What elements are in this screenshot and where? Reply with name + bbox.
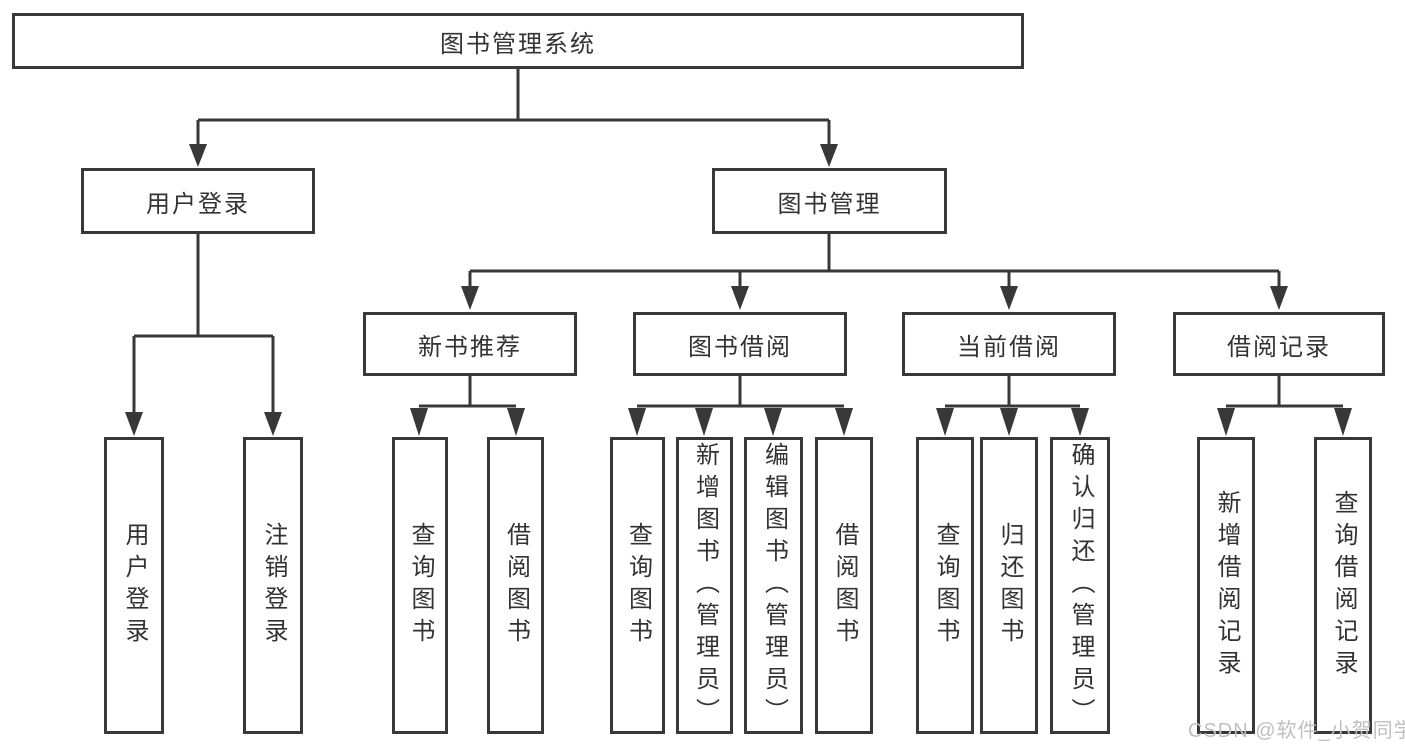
node-book-management: 图书管理 (712, 168, 947, 234)
node-book-management-label: 图书管理 (777, 190, 882, 218)
leaf-query-books-newbooks: 查询图书 (392, 437, 448, 734)
csdn-watermark: CSDN @软件_小贺同学 (1188, 720, 1405, 742)
leaf-user-login-label: 用户登录 (121, 521, 148, 650)
node-root: 图书管理系统 (12, 13, 1024, 69)
arrowhead-icon (125, 412, 143, 436)
arrowhead-icon (1000, 286, 1018, 310)
leaf-query-books-newbooks-label: 查询图书 (407, 521, 434, 650)
leaf-query-books-borrowing: 查询图书 (610, 437, 665, 734)
leaf-confirm-return-admin-label: 确认归还（管理员） (1067, 441, 1094, 730)
leaf-logout: 注销登录 (243, 437, 303, 734)
leaf-edit-book-admin-label: 编辑图书（管理员） (760, 441, 788, 730)
leaf-query-books-borrowing-label: 查询图书 (624, 521, 652, 650)
arrowhead-icon (1000, 408, 1018, 436)
leaf-return-books-label: 归还图书 (996, 521, 1023, 650)
arrowhead-icon (189, 144, 207, 167)
node-current-borrowing-label: 当前借阅 (957, 333, 1061, 361)
arrowhead-icon (461, 286, 479, 310)
node-user-login-label: 用户登录 (146, 190, 250, 218)
arrowhead-icon (410, 408, 428, 436)
arrowhead-icon (695, 408, 713, 436)
leaf-query-borrow-record-label: 查询借阅记录 (1330, 489, 1357, 682)
leaf-add-book-admin: 新增图书（管理员） (676, 437, 733, 734)
leaf-borrow-books-borrowing: 借阅图书 (815, 437, 873, 734)
node-user-login: 用户登录 (81, 168, 315, 234)
leaf-return-books: 归还图书 (980, 437, 1038, 734)
leaf-logout-label: 注销登录 (260, 521, 287, 650)
arrowhead-icon (820, 144, 838, 167)
leaf-confirm-return-admin: 确认归还（管理员） (1050, 437, 1110, 734)
node-borrow-records: 借阅记录 (1173, 312, 1385, 376)
leaf-edit-book-admin: 编辑图书（管理员） (744, 437, 803, 734)
arrowhead-icon (1071, 408, 1089, 436)
arrowhead-icon (628, 408, 646, 436)
node-new-books-label: 新书推荐 (418, 333, 522, 361)
arrowhead-icon (1217, 408, 1235, 436)
node-current-borrowing: 当前借阅 (902, 312, 1116, 376)
arrowhead-icon (835, 408, 853, 436)
arrowhead-icon (1270, 286, 1288, 310)
node-book-borrowing-label: 图书借阅 (688, 333, 792, 361)
node-new-books: 新书推荐 (363, 312, 577, 376)
arrowhead-icon (936, 408, 954, 436)
node-borrow-records-label: 借阅记录 (1227, 333, 1331, 361)
node-root-label: 图书管理系统 (440, 30, 596, 58)
arrowhead-icon (264, 412, 282, 436)
leaf-add-borrow-record-label: 新增借阅记录 (1213, 489, 1240, 682)
arrowhead-icon (507, 408, 525, 436)
leaf-user-login: 用户登录 (104, 437, 164, 734)
arrowhead-icon (731, 286, 749, 310)
leaf-query-books-current-label: 查询图书 (932, 521, 959, 650)
leaf-borrow-books-newbooks-label: 借阅图书 (502, 521, 530, 650)
leaf-add-book-admin-label: 新增图书（管理员） (691, 441, 719, 730)
leaf-borrow-books-newbooks: 借阅图书 (487, 437, 544, 734)
arrowhead-icon (764, 408, 782, 436)
leaf-borrow-books-borrowing-label: 借阅图书 (831, 521, 858, 650)
leaf-add-borrow-record: 新增借阅记录 (1197, 437, 1255, 734)
node-book-borrowing: 图书借阅 (633, 312, 847, 376)
leaf-query-borrow-record: 查询借阅记录 (1314, 437, 1372, 734)
arrowhead-icon (1334, 408, 1352, 436)
leaf-query-books-current: 查询图书 (916, 437, 974, 734)
